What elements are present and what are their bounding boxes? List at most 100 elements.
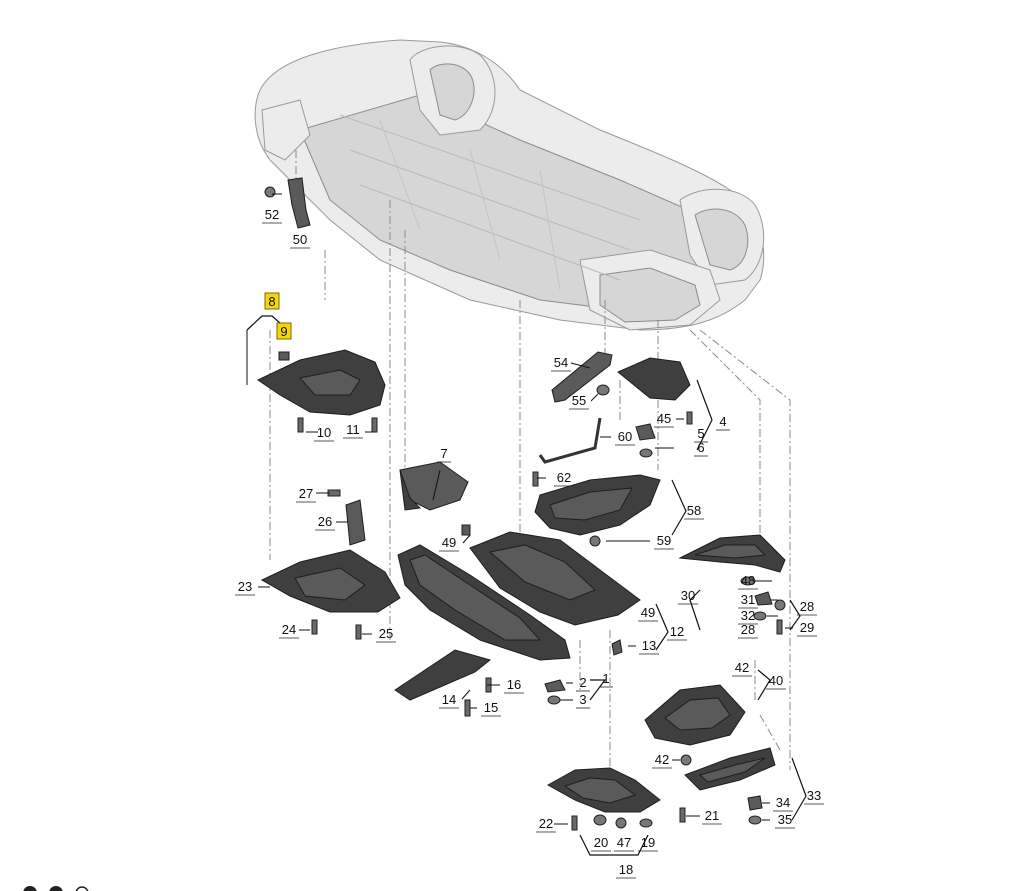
part-8-engine-undertray	[256, 349, 386, 433]
callout-number: 33	[807, 788, 821, 803]
callout-number: 24	[282, 622, 296, 637]
callout-number: 49	[641, 605, 655, 620]
callout-number: 7	[440, 446, 447, 461]
callout-3: 3	[576, 692, 590, 709]
callout-16: 16	[504, 677, 524, 694]
callout-number: 30	[681, 588, 695, 603]
callout-12: 12	[667, 624, 687, 641]
callout-number: 26	[318, 514, 332, 529]
callout-30: 30	[678, 588, 698, 605]
callout-7: 7	[437, 446, 451, 463]
callout-highlight	[264, 292, 280, 310]
callout-25: 25	[376, 626, 396, 643]
callout-number: 2	[579, 675, 586, 690]
part-49-center-undertray	[461, 524, 641, 626]
part-7-trim-panel	[399, 461, 469, 511]
callout-number: 12	[670, 624, 684, 639]
callout-2: 2	[576, 675, 590, 692]
callout-13: 13	[639, 638, 659, 655]
callout-highlight	[276, 322, 292, 340]
callout-number: 31	[741, 592, 755, 607]
callout-34: 34	[773, 795, 793, 812]
callout-number: 54	[554, 355, 568, 370]
part-40-rear-tray	[644, 684, 746, 766]
callout-number: 62	[557, 470, 571, 485]
callout-number: 55	[572, 393, 586, 408]
callout-33: 33	[804, 788, 824, 805]
callout-18: 18	[616, 862, 636, 879]
callout-number: 10	[317, 425, 331, 440]
part-60-rod	[532, 417, 602, 487]
callout-48: 48	[738, 573, 758, 590]
callout-28: 28	[797, 599, 817, 616]
callout-number: 48	[741, 573, 755, 588]
part-30-rear-bracket	[678, 534, 786, 635]
callout-number: 9	[280, 324, 287, 339]
callout-number: 58	[687, 503, 701, 518]
callout-number: 35	[778, 812, 792, 827]
callout-number: 25	[379, 626, 393, 641]
callout-19: 19	[638, 835, 658, 852]
callout-number: 32	[741, 608, 755, 623]
cropped-icons	[23, 886, 89, 891]
callout-number: 18	[619, 862, 633, 877]
callout-42: 42	[652, 752, 672, 769]
callout-number: 59	[657, 533, 671, 548]
callout-number: 20	[594, 835, 608, 850]
callout-49: 49	[439, 535, 459, 552]
callout-54: 54	[551, 355, 571, 372]
callout-number: 60	[618, 429, 632, 444]
callout-number: 14	[442, 692, 456, 707]
callout-62: 62	[554, 470, 574, 487]
callout-35: 35	[775, 812, 795, 829]
leader-lines	[246, 193, 807, 856]
callout-28: 28	[738, 622, 758, 639]
callout-27: 27	[296, 486, 316, 503]
callout-15: 15	[481, 700, 501, 717]
callout-number: 1	[602, 671, 609, 686]
callout-number: 13	[642, 638, 656, 653]
callout-11: 11	[343, 422, 363, 439]
callout-52: 52	[262, 207, 282, 224]
callout-number: 27	[299, 486, 313, 501]
callout-14: 14	[439, 692, 459, 709]
callout-number: 19	[641, 835, 655, 850]
callout-number: 34	[776, 795, 790, 810]
callout-10: 10	[314, 425, 334, 442]
callout-number: 11	[346, 422, 360, 437]
callout-4: 4	[716, 414, 730, 431]
callout-40: 40	[766, 673, 786, 690]
part-18-rear-tray	[546, 767, 686, 831]
callout-number: 28	[741, 622, 755, 637]
callout-50: 50	[290, 232, 310, 249]
callout-9: 9	[276, 322, 292, 340]
callout-20: 20	[591, 835, 611, 852]
callout-number: 6	[697, 440, 704, 455]
callout-number: 42	[655, 752, 669, 767]
callout-number: 40	[769, 673, 783, 688]
part-54-bracket	[551, 351, 613, 403]
callout-29: 29	[797, 620, 817, 637]
callout-24: 24	[279, 622, 299, 639]
callout-number: 23	[238, 579, 252, 594]
callout-58: 58	[684, 503, 704, 520]
callout-number: 21	[705, 808, 719, 823]
callout-8: 8	[264, 292, 280, 310]
part-4-rear-bracket	[617, 357, 693, 458]
part-33-rear-tray	[684, 747, 776, 825]
callout-1: 1	[599, 671, 613, 688]
callout-number: 8	[268, 294, 275, 309]
part-26-bracket	[327, 489, 366, 546]
callout-number: 28	[800, 599, 814, 614]
callout-49: 49	[638, 605, 658, 622]
callout-55: 55	[569, 393, 589, 410]
callout-number: 45	[657, 411, 671, 426]
callout-number: 3	[579, 692, 586, 707]
part-2-bracket	[544, 639, 623, 705]
callout-47: 47	[614, 835, 634, 852]
callout-31: 31	[738, 592, 758, 609]
callout-45: 45	[654, 411, 674, 428]
callout-22: 22	[536, 816, 556, 833]
